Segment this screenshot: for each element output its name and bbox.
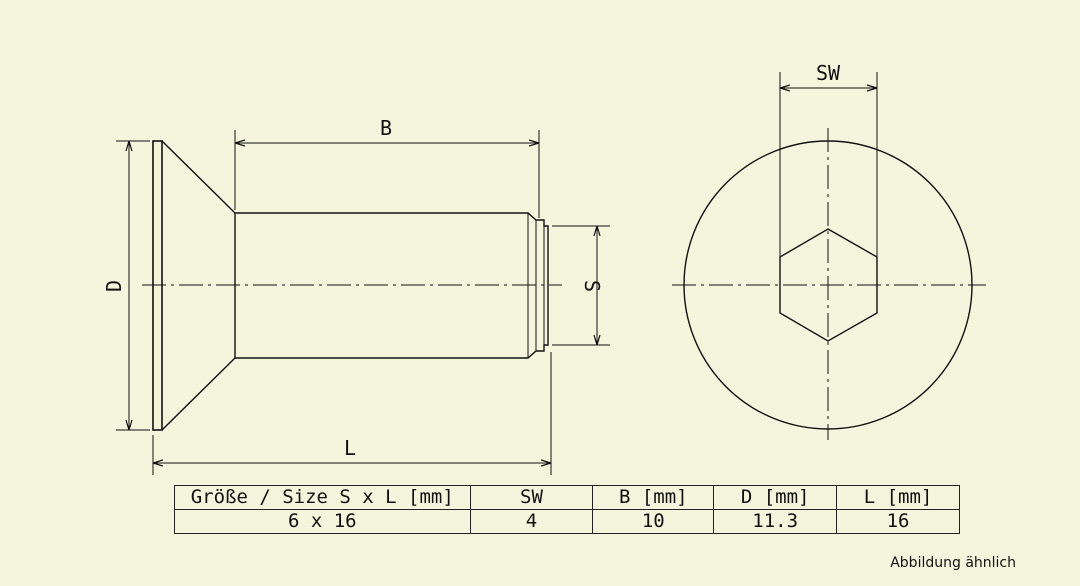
- header-size: Größe / Size S x L [mm]: [174, 485, 471, 510]
- cell-l: 16: [836, 509, 960, 534]
- table-header-row: Größe / Size S x L [mm] SW B [mm] D [mm]…: [174, 485, 960, 510]
- header-d: D [mm]: [713, 485, 838, 510]
- front-center-lines: [672, 128, 986, 440]
- dimension-label-b: B: [380, 116, 392, 140]
- cone-upper-edge: [161, 140, 236, 214]
- header-b: B [mm]: [592, 485, 715, 510]
- side-view: [152, 140, 549, 431]
- dimension-label-l: L: [344, 436, 356, 460]
- cell-size: 6 x 16: [174, 509, 471, 534]
- cell-sw: 4: [469, 509, 594, 534]
- cone-lower-edge: [161, 357, 236, 431]
- hex-socket: [779, 228, 878, 342]
- dimension-label-sw: SW: [816, 61, 841, 85]
- cell-d: 11.3: [713, 509, 838, 534]
- dimension-label-d: D: [102, 280, 126, 292]
- header-sw: SW: [469, 485, 594, 510]
- dimension-label-s: S: [580, 280, 604, 292]
- size-table: Größe / Size S x L [mm] SW B [mm] D [mm]…: [174, 485, 960, 534]
- cell-b: 10: [592, 509, 715, 534]
- illustration-note: Abbildung ähnlich: [890, 555, 1016, 571]
- table-row: 6 x 16 4 10 11.3 16: [174, 509, 960, 534]
- header-l: L [mm]: [836, 485, 960, 510]
- shank-outline: [234, 212, 549, 359]
- dimension-lines: [116, 72, 878, 475]
